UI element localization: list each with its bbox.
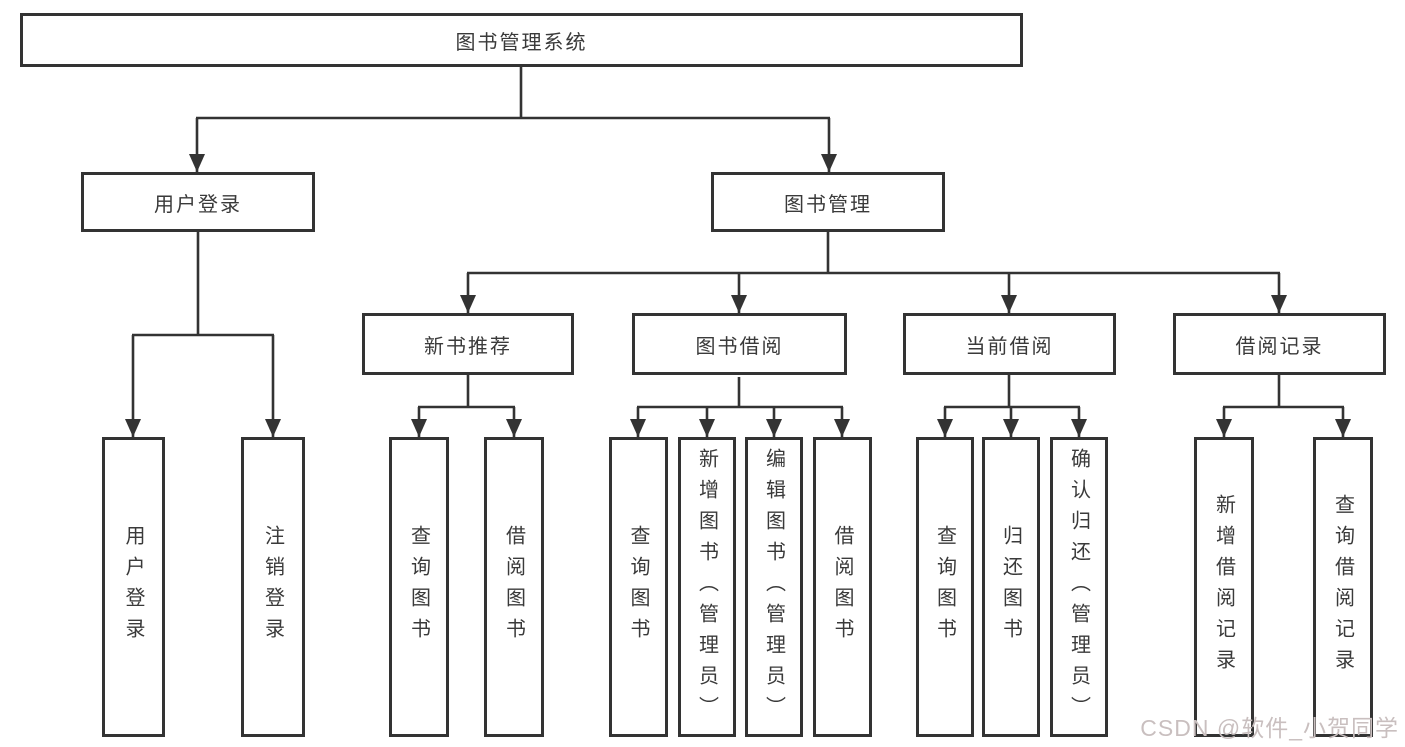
root-node-library-system: 图书管理系统 <box>20 13 1023 67</box>
node-book-management: 图书管理 <box>711 172 945 232</box>
leaf-query-books-recommend: 查询图书 <box>389 437 449 737</box>
leaf-query-books-current: 查询图书 <box>916 437 974 737</box>
leaf-return-books: 归还图书 <box>982 437 1040 737</box>
node-user-login: 用户登录 <box>81 172 315 232</box>
leaf-user-login: 用户登录 <box>102 437 165 737</box>
leaf-add-borrow-record: 新增借阅记录 <box>1194 437 1254 737</box>
leaf-confirm-return-admin: 确认归还（管理员） <box>1050 437 1108 737</box>
leaf-edit-books-admin: 编辑图书（管理员） <box>745 437 803 737</box>
leaf-query-borrow-record: 查询借阅记录 <box>1313 437 1373 737</box>
csdn-watermark: CSDN @软件_小贺同学 <box>1140 715 1399 741</box>
leaf-logout-login: 注销登录 <box>241 437 305 737</box>
leaf-borrow-books: 借阅图书 <box>813 437 872 737</box>
node-current-borrow: 当前借阅 <box>903 313 1116 375</box>
node-new-book-recommend: 新书推荐 <box>362 313 574 375</box>
node-borrow-records: 借阅记录 <box>1173 313 1386 375</box>
leaf-query-books-borrow: 查询图书 <box>609 437 668 737</box>
leaf-add-books-admin: 新增图书（管理员） <box>678 437 736 737</box>
node-book-borrow: 图书借阅 <box>632 313 847 375</box>
leaf-borrow-books-recommend: 借阅图书 <box>484 437 544 737</box>
